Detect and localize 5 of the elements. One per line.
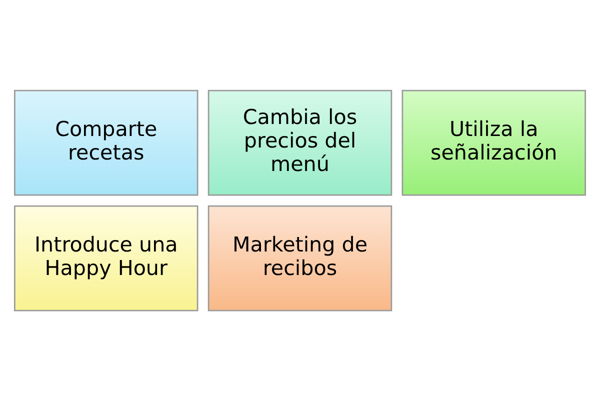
node-box: Cambia los precios del menú	[208, 89, 392, 196]
node-box: Marketing de recibos	[208, 204, 392, 311]
node-box: Utiliza la señalización	[402, 89, 586, 196]
node-box: Comparte recetas	[14, 89, 198, 196]
node-box: Introduce una Happy Hour	[14, 204, 198, 311]
